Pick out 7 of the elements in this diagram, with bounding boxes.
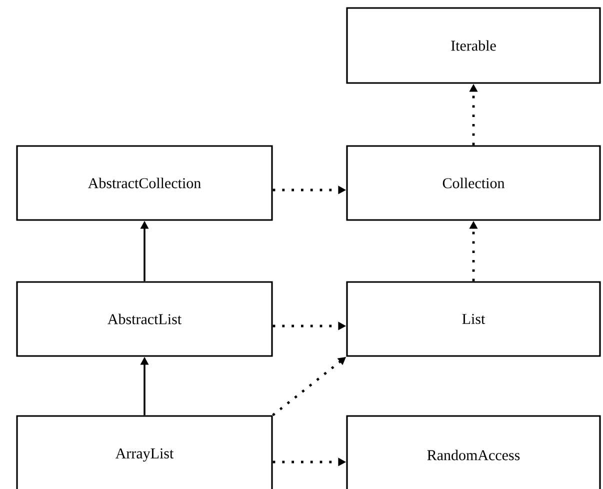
class-box: Collection: [346, 145, 601, 221]
class-box: List: [346, 281, 601, 357]
class-box: Iterable: [346, 7, 601, 84]
class-box: AbstractList: [16, 281, 273, 357]
class-box: ArrayList: [16, 415, 273, 489]
class-box: RandomAccess: [346, 415, 601, 489]
class-box: AbstractCollection: [16, 145, 273, 221]
